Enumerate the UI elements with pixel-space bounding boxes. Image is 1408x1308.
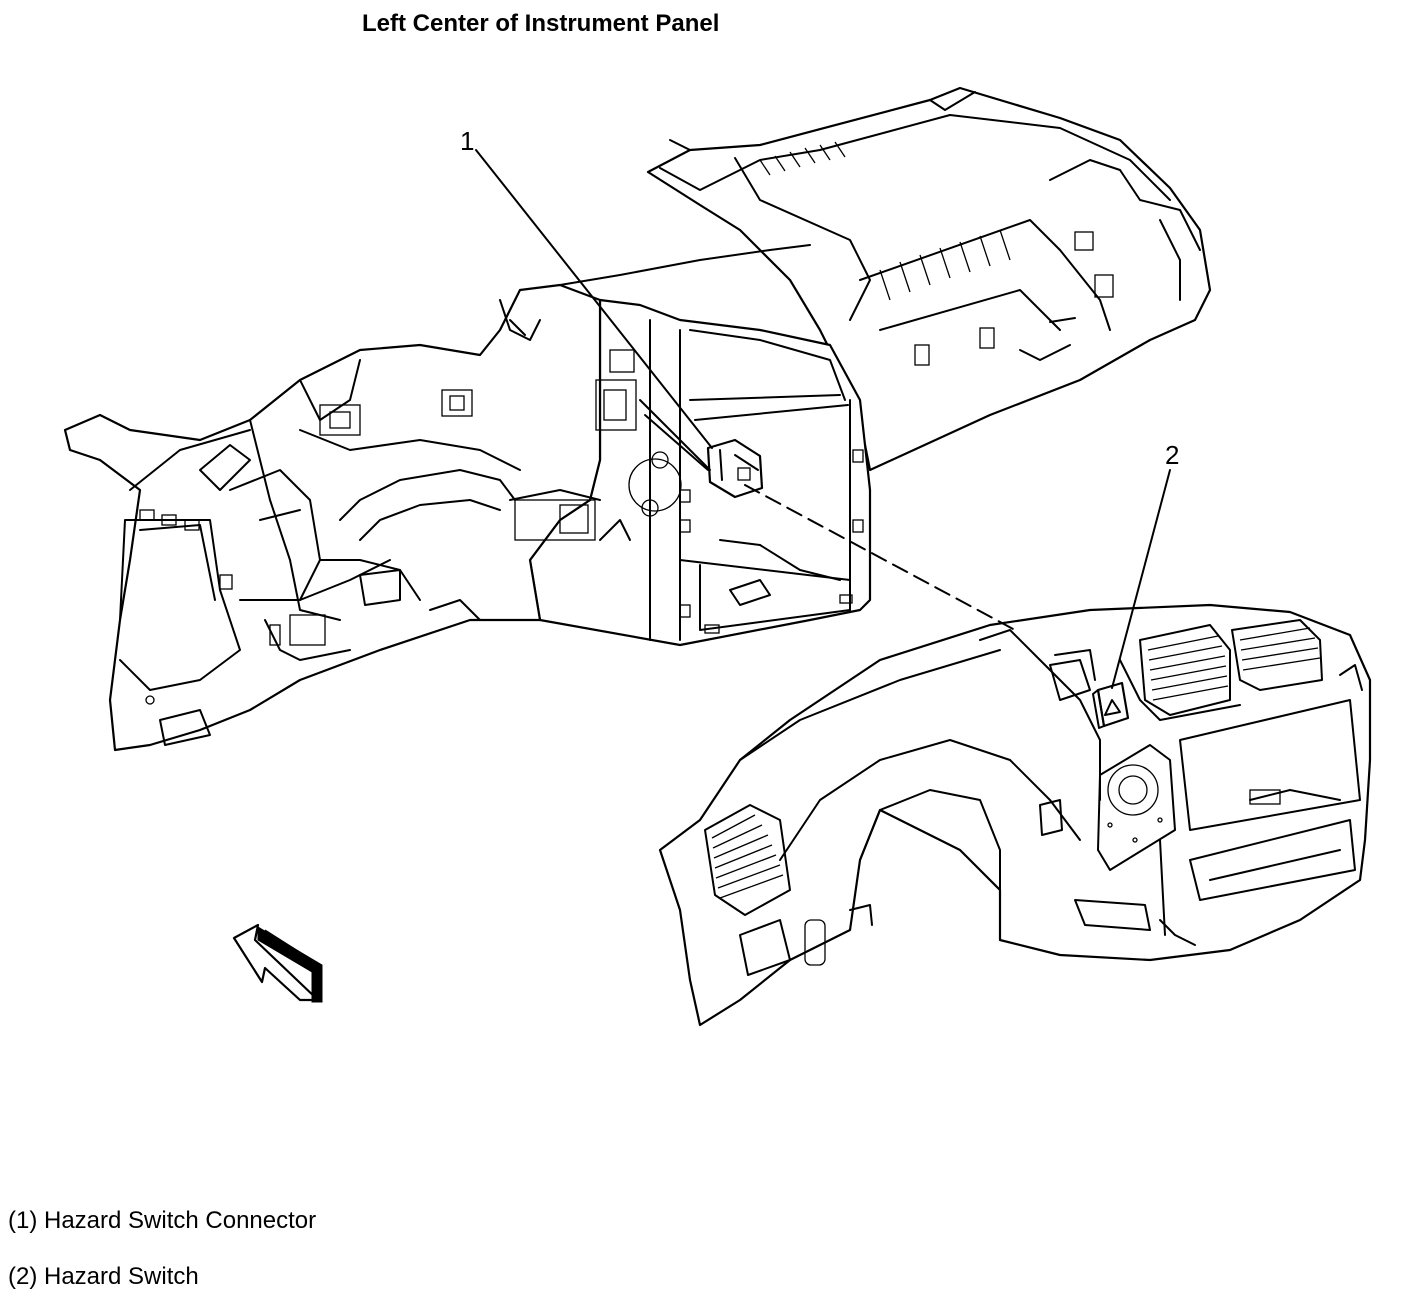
diagram-title: Left Center of Instrument Panel (362, 10, 720, 37)
defroster-grille (759, 141, 846, 176)
legend-item-hazard-switch: (2) Hazard Switch (8, 1263, 199, 1290)
forward-arrow-icon (232, 923, 323, 1003)
callout-leaders (475, 149, 1171, 689)
left-air-vent (704, 804, 791, 916)
instrument-panel-trim (658, 603, 1372, 1027)
carrier-lower-grille (879, 229, 1011, 301)
callout-number-1: 1 (460, 126, 474, 156)
center-air-vents (1139, 619, 1323, 716)
callout-number-2: 2 (1165, 440, 1179, 470)
hazard-switch (1092, 681, 1130, 729)
hazard-switch-connector (639, 399, 764, 499)
legend-item-hazard-switch-connector: (1) Hazard Switch Connector (8, 1207, 317, 1234)
instrument-panel-diagram: 1 2 (63, 86, 1372, 1027)
instrument-panel-carrier (63, 86, 1212, 752)
